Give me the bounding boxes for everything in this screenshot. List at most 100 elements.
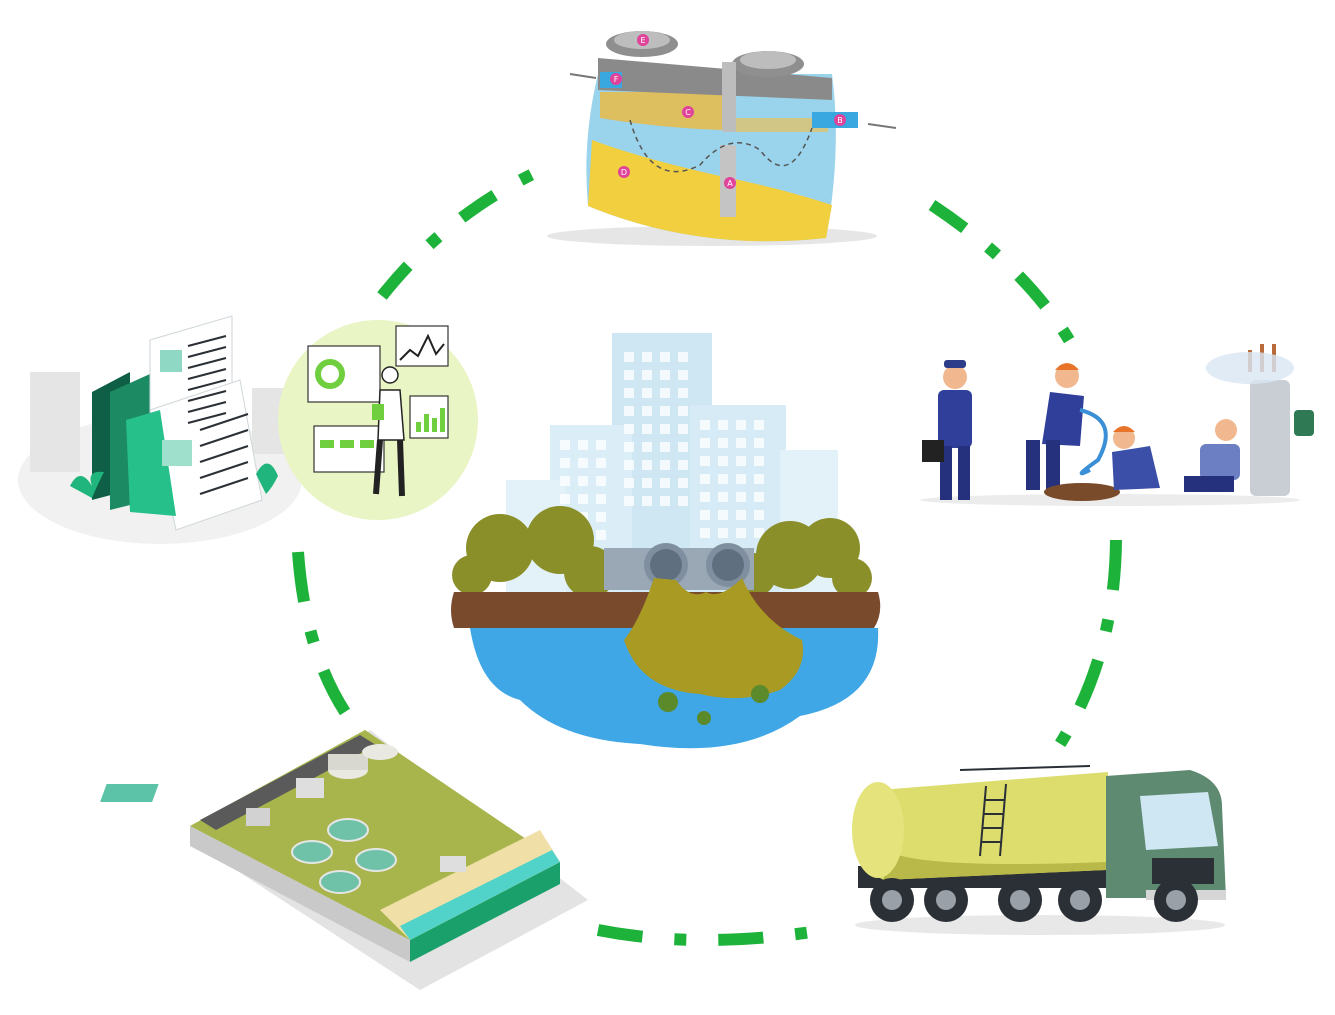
documents-and-reports-icon [18,315,302,544]
window [624,442,634,452]
window [754,420,764,430]
window [718,456,728,466]
window [736,456,746,466]
truck-hubcap [882,890,902,910]
window [578,494,588,504]
window [578,458,588,468]
window [754,456,764,466]
window [678,460,688,470]
docs-image-block [162,440,192,466]
window [736,438,746,448]
window [660,370,670,380]
window [660,352,670,362]
window [624,388,634,398]
tree-cluster-left [452,506,616,598]
window [660,460,670,470]
truck-hubcap [1070,890,1090,910]
window [624,406,634,416]
plant-building-a [296,778,324,798]
docs-plant-right [256,463,278,494]
doc-line [199,461,249,479]
plant-building-c [440,856,466,872]
truck-hubcap [1166,890,1186,910]
clarifier-tank [355,848,397,872]
clarifier-tank [291,840,333,864]
window [700,510,710,520]
doc-line [199,429,249,447]
doc-line [187,379,227,391]
docs-paper-tag [160,350,182,372]
tank-marker [834,114,846,126]
sludge-blob-3 [751,685,769,703]
window [700,474,710,484]
truck-ladder [979,783,1007,857]
analyst-body [377,389,405,441]
worker-boiler [1184,419,1240,492]
truck-wheels [870,878,1198,922]
window [596,458,606,468]
city-sewage-pollution-icon [451,333,881,749]
connector-top-left [377,159,555,300]
tank-marker [682,106,694,118]
window [700,438,710,448]
doc-line [187,346,227,358]
window [596,530,606,540]
workers-shadow [920,494,1300,506]
sewage-flow [624,578,804,699]
window [736,474,746,484]
window [624,478,634,488]
outlet-arrow [867,123,897,129]
analyst-bar-chart [320,408,445,448]
doc-line [187,357,227,369]
doc-line [187,335,227,347]
worker-with-hose [1026,363,1108,490]
window [678,388,688,398]
analyst-donut [315,359,345,389]
window [736,528,746,538]
window [736,510,746,520]
tank-marker [618,166,630,178]
docs-plant-left [70,471,104,498]
window [678,442,688,452]
window [718,474,728,484]
tank-marker-label: A [727,179,733,188]
window [578,476,588,486]
window [560,494,570,504]
tank-marker [637,34,649,46]
analyst-kpi-block [340,440,354,448]
analyst-panel-top-right [395,325,449,367]
analyst-bar [440,408,445,432]
window [560,440,570,450]
doc-line [187,401,227,413]
window [642,460,652,470]
analyst-kpi-block [320,440,334,448]
tank-marker [610,73,622,85]
analyst-legs [373,439,405,497]
window [660,406,670,416]
plant-sea [400,850,560,940]
window [754,510,764,520]
plant-building-b [246,808,270,826]
data-analyst-icon [278,320,478,520]
plant-storage-tank-2 [362,744,398,760]
manhole [1044,483,1120,501]
window [560,476,570,486]
wastewater-treatment-plant-icon [100,730,588,990]
baffle-center [722,62,736,132]
window [754,528,764,538]
window [718,420,728,430]
tank-marker-label: F [614,75,619,84]
window [560,458,570,468]
connector-bottom [596,924,826,946]
window [578,440,588,450]
doc-line [199,477,249,495]
window [642,388,652,398]
plant-clarifiers [291,818,397,894]
worker-kneeling [1112,426,1160,490]
window [700,456,710,466]
window [660,388,670,398]
window [718,438,728,448]
maintenance-workers-icon [920,344,1314,506]
window [624,424,634,434]
